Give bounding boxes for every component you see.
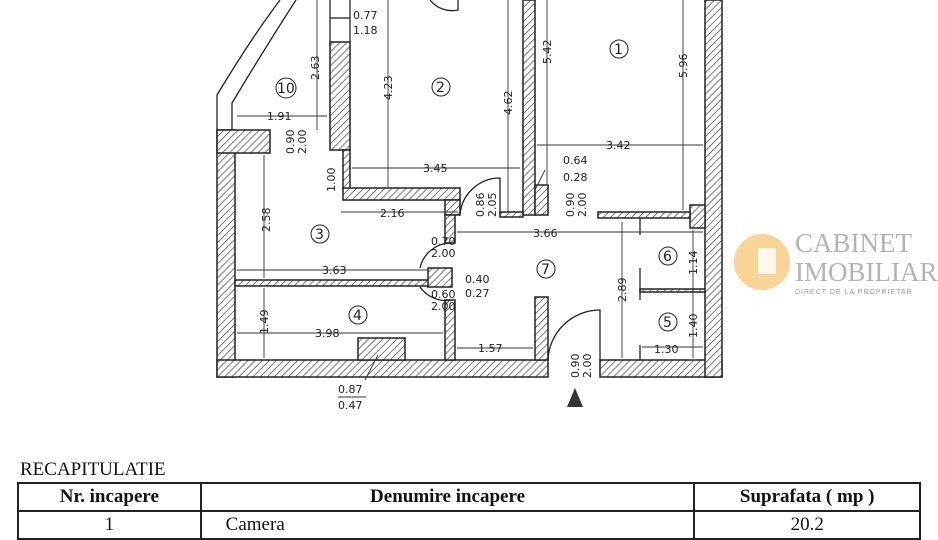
door-arc [547,309,601,361]
room-label-4: 4 [348,305,368,325]
dimension-label: 1.14 [687,251,700,276]
summary-table: Nr. incapere Denumire incapere Suprafata… [17,482,921,540]
column-header-name: Denumire incapere [199,482,696,512]
dimension-label: 3.63 [322,264,347,277]
dimension-label: 0.47 [338,399,363,412]
dimension-label: 2.58 [260,208,273,233]
dimension-label: 5.96 [677,54,690,79]
column-header-nr: Nr. incapere [17,482,202,512]
dimension-label: 2.00 [576,193,589,218]
dimension-label: 0.28 [563,171,588,184]
dimension-label: 1.49 [258,310,271,335]
door-arc [429,0,459,12]
watermark-text: DIRECT DE LA PROPRIETAR [795,289,913,296]
room-label-5: 5 [658,312,678,332]
room-label-6: 6 [658,246,678,266]
dimension-label: 2.00 [581,354,594,379]
room-label-7: 7 [536,259,556,279]
dimension-label: 1.18 [353,24,378,37]
dimension-label: 0.70 [431,235,456,248]
room-number: 7 [541,262,550,278]
dimension-lines [237,0,703,398]
dimension-label: 0.64 [563,154,588,167]
cell-area: 20.2 [693,510,921,540]
dimension-label: 0.77 [353,9,378,22]
balcony-outline [216,0,281,130]
dimension-label: 0.27 [465,287,490,300]
dimension-label: 1.91 [267,110,292,123]
walls [216,0,723,378]
room-label-2: 2 [431,77,451,97]
dimension-label: 4.62 [502,91,515,116]
dimension-label: 3.66 [533,227,558,240]
room-number: 3 [315,227,324,243]
balcony-outline [231,0,297,130]
dimension-label: 1.30 [654,343,679,356]
cell-nr: 1 [17,510,202,540]
dimension-label: 0.86 [474,193,487,218]
entrance-arrow-icon [567,388,583,407]
dimension-label: 2.00 [431,300,456,313]
room-number: 10 [277,81,295,97]
door-arc [419,286,453,302]
watermark: CABINET IMOBILIAR DIRECT DE LA PROPRIETA… [734,228,938,296]
watermark-logo [758,248,776,274]
dimension-label: 1.00 [325,168,338,193]
room-number: 2 [436,80,445,96]
room-labels: 1 2 3 4 5 6 7 10 [275,39,678,332]
dimension-label: 0.87 [338,383,363,396]
room-number: 1 [614,42,623,58]
summary-title: RECAPITULATIE [20,459,166,480]
dimension-label: 2.05 [486,193,499,218]
watermark-text: CABINET [795,228,912,258]
room-number: 6 [663,249,672,265]
dimension-label: 0.60 [431,288,456,301]
dimension-label: 3.45 [423,162,448,175]
dimension-label: 4.23 [382,76,395,101]
dimension-label: 1.40 [687,314,700,339]
dimension-label: 3.42 [606,139,631,152]
table-header-row: Nr. incapere Denumire incapere Suprafata… [17,482,921,512]
dimension-label: 0.90 [284,130,297,155]
cell-name: Camera [199,510,696,540]
outlines [216,0,641,361]
dimension-label: 0.90 [569,354,582,379]
dimension-label: 2.00 [296,130,309,155]
dimension-label: 0.90 [564,193,577,218]
room-label-3: 3 [310,224,330,244]
dimension-label: 2.16 [380,207,405,220]
dimension-label: 5.42 [541,40,554,65]
room-number: 4 [353,308,362,324]
dimension-labels: 0.77 1.18 2.63 1.91 0.90 2.00 4.23 4.62 … [258,9,700,412]
dimension-label: 3.98 [315,327,340,340]
room-label-1: 1 [609,39,629,59]
room-label-10: 10 [275,77,297,99]
room-number: 5 [663,315,672,331]
door-arc [419,242,453,269]
dimension-label: 1.57 [478,342,503,355]
watermark-text: IMOBILIAR [795,257,938,287]
dimension-label: 2.63 [309,56,322,81]
column-header-area: Suprafata ( mp ) [693,482,921,512]
dimension-label: 0.40 [465,273,490,286]
dimension-label: 2.89 [616,278,629,303]
door-arc [459,177,501,216]
floor-plan: CABINET IMOBILIAR DIRECT DE LA PROPRIETA… [216,0,938,412]
table-row: 1 Camera 20.2 [17,510,921,540]
dimension-label: 2.00 [431,247,456,260]
